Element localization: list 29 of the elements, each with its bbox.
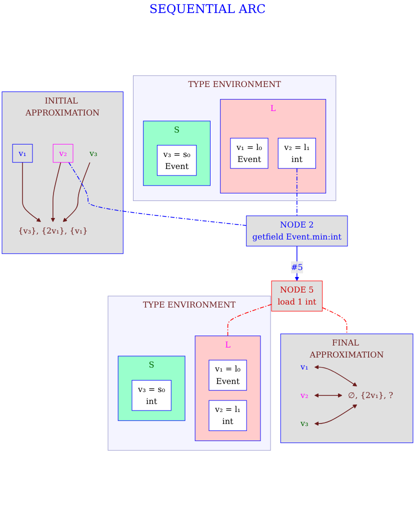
node-box: v₁ xyxy=(12,144,33,163)
arrow xyxy=(294,246,300,282)
node-text: ∅, {2v₁}, ? xyxy=(348,390,394,400)
arrow xyxy=(314,364,358,387)
arrow xyxy=(22,162,41,222)
arrow xyxy=(314,393,342,398)
node-box: v₂ xyxy=(52,144,74,163)
arrow xyxy=(50,162,62,222)
node-text: v₁ xyxy=(300,362,308,372)
arrow xyxy=(62,162,90,222)
connector xyxy=(322,307,348,334)
node-box: v₃ = s₀ int xyxy=(132,380,172,411)
connector xyxy=(296,168,298,216)
node-box: v₂ = l₁ int xyxy=(278,138,316,169)
node-box: v₃ = s₀ Event xyxy=(156,144,197,176)
node-box: v₁ = l₀ Event xyxy=(230,138,268,169)
node-text: {v₃}, {2v₁}, {v₁} xyxy=(18,226,88,236)
connector xyxy=(227,304,272,336)
arc-caption: SEQUENTIAL ARC xyxy=(148,2,267,16)
node-text: v₃ xyxy=(300,418,308,428)
node-box: NODE 2 getfield Event.min:int xyxy=(246,216,348,246)
connector xyxy=(68,162,247,226)
edge-label: #5 xyxy=(290,262,303,272)
arrow xyxy=(314,404,358,426)
node-text: v₃ xyxy=(90,148,98,158)
node-box: v₁ = l₀ Event xyxy=(208,360,247,391)
node-text: v₂ xyxy=(300,390,308,400)
node-box: NODE 5 load 1 int xyxy=(271,280,323,312)
node-box: v₂ = l₁ int xyxy=(208,400,247,431)
